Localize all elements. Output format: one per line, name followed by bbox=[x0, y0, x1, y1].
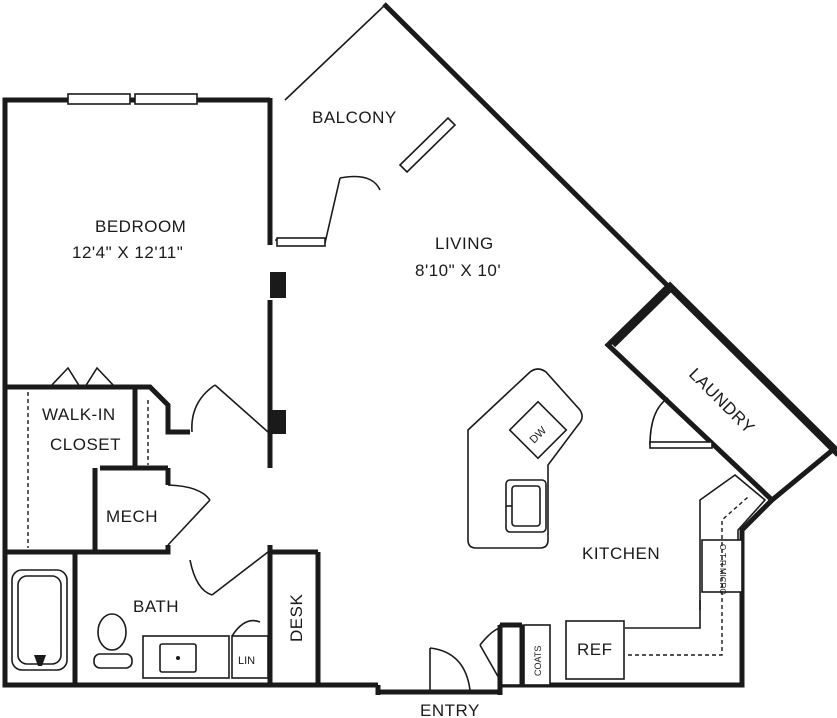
mech-label: MECH bbox=[106, 507, 158, 526]
bedroom-window bbox=[67, 93, 198, 105]
balcony-label: BALCONY bbox=[312, 108, 397, 127]
walkin-label-1: WALK-IN bbox=[42, 405, 116, 424]
balcony-door bbox=[275, 175, 381, 247]
bedroom-door bbox=[191, 384, 269, 433]
kitchen-counters bbox=[479, 473, 767, 686]
walkin-label-2: CLOSET bbox=[50, 435, 121, 454]
balcony-door-slider bbox=[398, 116, 457, 174]
refrigerator-label: REF bbox=[577, 640, 613, 659]
kitchen-island bbox=[467, 368, 583, 549]
living-dims-label: 8'10" X 10' bbox=[415, 261, 501, 280]
bedroom-name-label: BEDROOM bbox=[95, 217, 186, 236]
kitchen-label: KITCHEN bbox=[582, 544, 660, 563]
walk-in-closet bbox=[5, 366, 190, 548]
bath-room bbox=[5, 545, 321, 685]
desk-label: DESK bbox=[287, 594, 306, 642]
bath-label: BATH bbox=[133, 597, 179, 616]
wall-stub bbox=[270, 410, 286, 434]
linen-label: LIN bbox=[238, 655, 255, 667]
wall-stub bbox=[270, 272, 286, 298]
coats-label: COATS bbox=[533, 646, 543, 676]
bedroom-dims-label: 12'4" X 12'11" bbox=[72, 243, 183, 262]
laundry-door bbox=[649, 397, 713, 449]
living-name-label: LIVING bbox=[435, 234, 494, 253]
microwave-label: O-T-R MICRO bbox=[718, 544, 727, 595]
entry-door bbox=[375, 647, 503, 695]
entry-label: ENTRY bbox=[420, 701, 480, 718]
